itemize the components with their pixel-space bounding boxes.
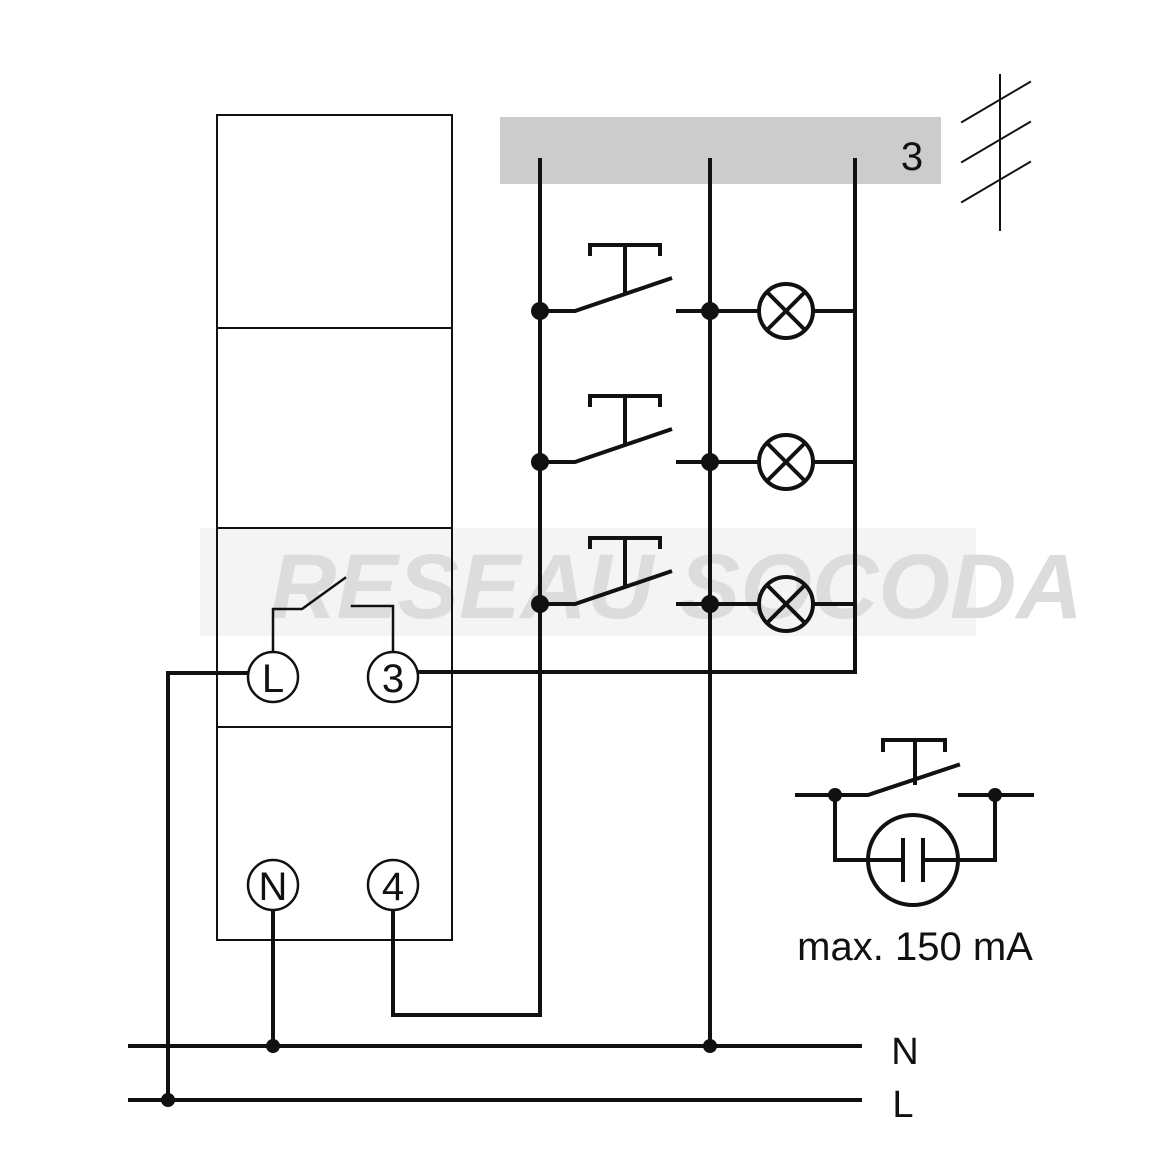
pushbutton-lamp-row [531,536,855,633]
junction-dot [828,788,842,802]
bus-count-label: 3 [901,135,923,179]
junction-dot [988,788,1002,802]
svg-text:L: L [262,657,284,701]
rail-n-label: N [891,1031,918,1073]
watermark-text: RESEAU SOCODA [270,536,1083,638]
terminal-l: L [246,650,300,704]
relay-module [216,114,453,941]
junction-dot [701,302,719,320]
junction-dot [531,453,549,471]
svg-text:N: N [259,865,288,909]
junction-dot [701,595,719,613]
pushbutton-contact [540,276,673,313]
wire-live [166,671,250,1102]
lamp-icon [757,575,815,633]
max-current-label: max. 150 mA [797,925,1033,969]
junction-dot [531,302,549,320]
terminal-4: 4 [366,858,420,912]
terminal-3: 3 [366,650,420,704]
junction-dot [701,453,719,471]
lamp-icon [757,282,815,340]
pushbutton-rows [531,243,855,633]
svg-text:4: 4 [382,865,404,909]
control-bus [500,117,941,184]
pushbutton-lamp-row [531,394,855,491]
illuminated-pushbutton-legend: max. 150 mA [795,738,1034,969]
pushbutton-lamp-row [531,243,855,340]
relay-contact [271,576,347,654]
pushbutton-contact [540,569,673,606]
three-wire-symbol [960,74,1032,231]
lamp-icon [757,433,815,491]
rail-l-label: L [892,1084,913,1126]
pushbutton-contact [540,427,673,464]
junction-dot [531,595,549,613]
wire-switch-feed [391,158,542,1017]
svg-text:3: 3 [382,657,404,701]
junction-dots [161,1039,717,1107]
terminal-n: N [246,858,300,912]
wire-output-3 [416,158,857,674]
